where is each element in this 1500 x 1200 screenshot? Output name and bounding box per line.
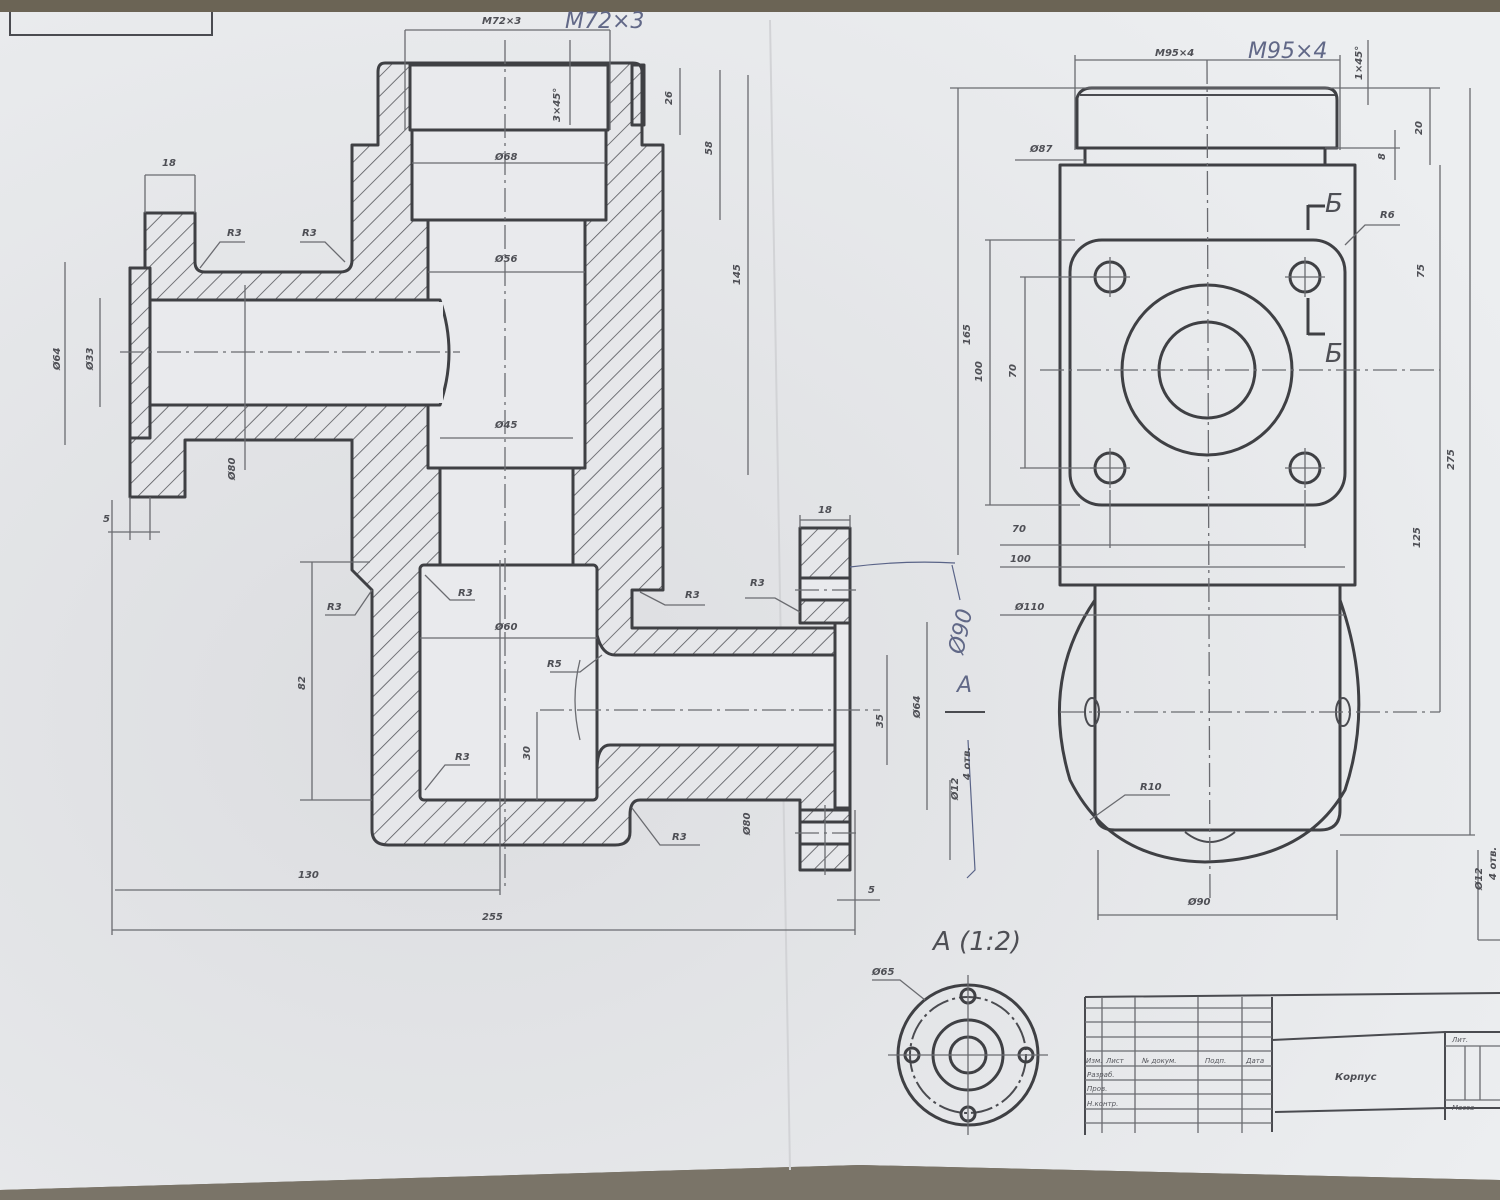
left-flange-width: 18 [162,158,176,169]
title-block: Изм. Лист № докум. Подп. Дата Разраб. Пр… [1084,992,1500,1135]
side-dim-8: 8 [1377,153,1388,160]
view-a: A (1:2) Ø65 [871,927,1048,1135]
side-dim-70v: 70 [1008,364,1019,378]
flange-square [1068,238,1347,507]
right-5: 5 [868,885,875,896]
dim-30: 30 [522,746,533,760]
paper-edge-shadow [0,1165,1500,1200]
tb-row-developer: Разраб. [1087,1071,1115,1079]
thread-label-handwritten: M72×3 [565,9,644,34]
bore-56: Ø56 [494,253,517,265]
right-d64: Ø64 [911,696,923,719]
tb-lit: Лит. [1451,1036,1468,1044]
thread-label-printed: M72×3 [482,16,521,27]
dim-130: 130 [298,870,319,881]
tb-header-list: Лист [1105,1057,1125,1065]
tb-part-name: Корпус [1335,1072,1377,1083]
side-dim-275: 275 [1446,449,1457,470]
left-d33: Ø33 [84,348,96,371]
side-dim-20: 20 [1414,121,1425,135]
right-holes: 4 отв. [962,747,973,781]
radius-d: R3 [327,602,342,613]
tb-row-checker: Пров. [1087,1085,1107,1093]
tb-row-norm-control: Н.контр. [1087,1100,1118,1108]
side-thread-handwritten: M95×4 [1248,39,1327,64]
left-radius-b: R3 [302,228,317,239]
bolt-flange-top [798,526,852,625]
right-d12: Ø12 [949,778,961,801]
side-dim-70h: 70 [1012,524,1026,535]
view-arrow-a: A [955,673,972,698]
side-thread-printed: M95×4 [1155,48,1194,59]
radius-h: R3 [672,832,687,843]
left-d64: Ø64 [51,348,63,371]
side-d87: Ø87 [1029,143,1052,155]
left-d80: Ø80 [226,458,238,481]
section-mark-bottom: Б [1325,339,1343,369]
side-d90: Ø90 [1187,896,1210,908]
view-a-title: A (1:2) [931,927,1021,957]
view-a-d65: Ø65 [871,966,894,978]
side-d12: Ø12 [1473,868,1485,891]
radius-c: R3 [458,588,473,599]
tb-mass: Масса [1452,1104,1474,1112]
radius-5: R5 [547,659,562,670]
side-d110: Ø110 [1014,601,1044,613]
section-mark-top: Б [1325,189,1343,219]
dim-58: 58 [704,141,715,155]
left-5: 5 [103,514,110,525]
section-view-labels: M72×3 M72×3 3×45° 26 58 145 Ø68 Ø56 Ø45 … [51,9,978,923]
frame-corner [9,12,213,36]
right-d80: Ø80 [741,813,753,836]
tb-header-sign: Подп. [1205,1057,1226,1065]
right-flange-width: 18 [818,505,832,516]
side-dim-165: 165 [962,324,973,345]
side-view [950,40,1500,941]
right-d35: 35 [875,714,886,728]
left-radius-a: R3 [227,228,242,239]
dim-145: 145 [732,264,743,285]
side-dim-75: 75 [1416,264,1427,278]
bore-60: Ø60 [494,621,517,633]
side-r6: R6 [1380,210,1395,221]
tb-header-doc: № докум. [1141,1057,1177,1065]
chamfer-label: 3×45° [552,88,563,122]
side-dim-125: 125 [1412,527,1423,548]
bore-45: Ø45 [494,419,517,431]
dim-82: 82 [297,676,308,690]
side-dim-100v: 100 [974,361,985,382]
side-r10: R10 [1140,782,1162,793]
radius-g: R3 [455,752,470,763]
table-surface-top [0,0,1500,12]
bore-68: Ø68 [494,151,517,163]
bolt-holes [1090,257,1325,488]
dim-255: 255 [482,912,503,923]
side-view-labels: M95×4 M95×4 1×45° Ø87 20 8 Б Б R6 165 10… [962,39,1499,908]
paper-fold [769,19,791,1171]
side-chamfer: 1×45° [1354,46,1365,80]
radius-e: R3 [685,590,700,601]
section-view [64,29,985,935]
side-dim-100h: 100 [1010,554,1031,565]
tb-header-izm: Изм. [1086,1057,1102,1065]
side-holes: 4 отв. [1488,847,1499,881]
radius-f: R3 [750,578,765,589]
dim-26: 26 [664,91,675,105]
tb-header-date: Дата [1245,1057,1264,1065]
